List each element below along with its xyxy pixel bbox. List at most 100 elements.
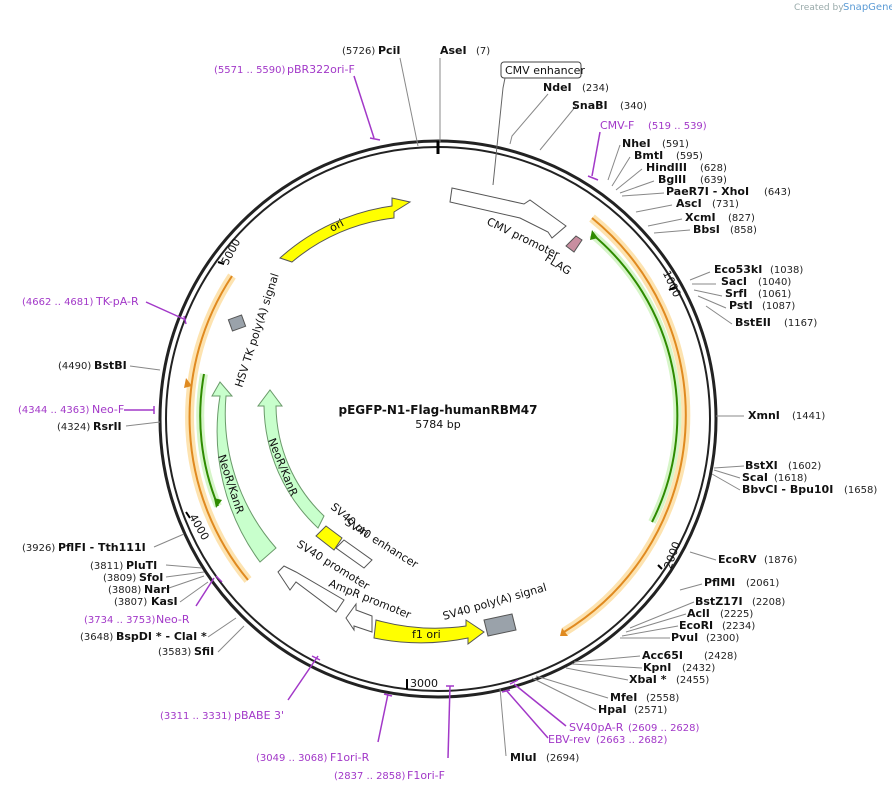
- primer-range-f1orif: (2837 .. 2858): [334, 771, 406, 782]
- site-name-kpni: KpnI: [643, 661, 671, 674]
- f1-ori-label: f1 ori: [412, 628, 441, 641]
- site-pos-bstxi: (1602): [788, 461, 821, 472]
- primer-name-pbr322: pBR322ori-F: [287, 63, 355, 76]
- site-name-srfi: SrfI: [725, 287, 747, 300]
- site-name-xmni: XmnI: [748, 409, 780, 422]
- primer-range-cmvf: (519 .. 539): [648, 121, 707, 132]
- site-name-paer7i: PaeR7I - XhoI: [666, 185, 749, 198]
- site-pos-xbai: (2455): [676, 675, 709, 686]
- site-name-ndei: NdeI: [543, 81, 572, 94]
- plasmid-name: pEGFP-N1-Flag-humanRBM47: [338, 403, 537, 417]
- site-name-hpai: HpaI: [598, 703, 627, 716]
- primer-range-ebvrev: (2663 .. 2682): [596, 735, 668, 746]
- site-pos-pflmi: (2061): [746, 578, 779, 589]
- site-pos-sfii: (3583): [158, 647, 191, 658]
- sv40-polya-box: [483, 613, 517, 637]
- primer-name-ebvrev: EBV-rev: [548, 733, 591, 746]
- site-pos-ecori: (2234): [722, 621, 755, 632]
- site-pos-bmti: (595): [676, 151, 703, 162]
- site-name-bsteii: BstEII: [735, 316, 771, 329]
- site-name-bstxi: BstXI: [745, 459, 778, 472]
- site-name-pluti: PluTI: [126, 559, 157, 572]
- site-pos-ndei: (234): [582, 83, 609, 94]
- green-arc-right: [591, 233, 679, 523]
- primer-range-neor: (3734 .. 3753): [84, 615, 156, 626]
- site-pos-hpai: (2571): [634, 705, 667, 716]
- site-name-nari: NarI: [144, 583, 170, 596]
- site-name-pvui: PvuI: [671, 631, 698, 644]
- site-pos-psti: (1087): [762, 301, 795, 312]
- primer-range-f1orir: (3049 .. 3068): [256, 753, 328, 764]
- site-pos-mlui: (2694): [546, 753, 579, 764]
- site-name-kasi: KasI: [151, 595, 178, 608]
- tick-3000: 3000: [410, 677, 438, 690]
- site-pos-xcmi: (827): [728, 213, 755, 224]
- primer-name-cmvf: CMV-F: [600, 119, 634, 132]
- hsv-tk-box: [227, 314, 247, 332]
- site-pos-clai: (3648): [80, 632, 113, 643]
- site-pos-acc65i: (2428): [704, 651, 737, 662]
- sv40-enhancer-label: SV40 enhancer: [342, 516, 420, 572]
- site-name-saci: SacI: [721, 275, 747, 288]
- site-pos-acli: (2225): [720, 609, 753, 620]
- site-name-acc65i: Acc65I: [642, 649, 683, 662]
- site-name-pcii: PciI: [378, 44, 400, 57]
- primer-range-sv40par: (2609 .. 2628): [628, 723, 700, 734]
- site-pos-bstz17i: (2208): [752, 597, 785, 608]
- site-name-mfei: MfeI: [610, 691, 637, 704]
- cmv-enhancer-label: CMV enhancer: [505, 64, 585, 77]
- site-pos-nhei: (591): [662, 139, 689, 150]
- site-name-scai: ScaI: [742, 471, 768, 484]
- site-name-xcmi: XcmI: [685, 211, 716, 224]
- snapgene-logo: SnapGene: [843, 2, 892, 13]
- site-labels: (5726) PciI AseI (7) NdeI (234) SnaBI (3…: [22, 44, 877, 764]
- site-name-psti: PstI: [729, 299, 753, 312]
- ori-arrow: [279, 197, 412, 263]
- sv40-ori-feature: [315, 525, 343, 551]
- neokan-inner-label: NeoR/KanR: [265, 436, 300, 498]
- site-name-sfoi: SfoI: [139, 571, 163, 584]
- site-pos-pluti: (3811): [90, 561, 123, 572]
- site-pos-pflfi: (3926): [22, 543, 55, 554]
- site-pos-pcii: (5726): [342, 46, 375, 57]
- site-pos-asei: (7): [476, 46, 490, 57]
- site-pos-kpni: (2432): [682, 663, 715, 674]
- site-name-bbsi: BbsI: [693, 223, 720, 236]
- primer-range-pbr322: (5571 .. 5590): [214, 65, 286, 76]
- site-pos-rsrii: (4324): [57, 422, 90, 433]
- site-pos-bbsi: (858): [730, 225, 757, 236]
- site-name-pflfi: PflFI - Tth111I: [58, 541, 146, 554]
- site-name-bbvci: BbvCI - Bpu10I: [742, 483, 833, 496]
- site-name-bglii: BglII: [658, 173, 686, 186]
- site-name-xbai: XbaI *: [629, 673, 667, 686]
- primer-name-neor: Neo-R: [156, 613, 190, 626]
- hsv-tk-label: HSV TK poly(A) signal: [232, 272, 281, 389]
- site-pos-paer7i: (643): [764, 187, 791, 198]
- site-name-rsrii: RsrII: [93, 420, 122, 433]
- site-pos-saci: (1040): [758, 277, 791, 288]
- neokan-outer-arrow: [211, 381, 277, 563]
- sv40-enhancer-feature: [335, 539, 373, 569]
- site-name-clai: BspDI * - ClaI *: [116, 630, 207, 643]
- primer-name-pbabe: pBABE 3': [234, 709, 284, 722]
- plasmid-length: 5784 bp: [415, 418, 460, 431]
- site-name-pflmi: PflMI: [704, 576, 735, 589]
- site-pos-scai: (1618): [774, 473, 807, 484]
- sv40-promoter-arrow: [277, 565, 345, 613]
- site-pos-bstbi: (4490): [58, 361, 91, 372]
- site-pos-srfi: (1061): [758, 289, 791, 300]
- primer-range-tkpa: (4662 .. 4681): [22, 297, 94, 308]
- primer-name-tkpa: TK-pA-R: [95, 295, 139, 308]
- primer-name-f1orif: F1ori-F: [407, 769, 445, 782]
- site-name-ecori: EcoRI: [679, 619, 713, 632]
- site-pos-pvui: (2300): [706, 633, 739, 644]
- primer-name-neof: Neo-F: [92, 403, 124, 416]
- primer-leaders: [124, 75, 601, 759]
- site-pos-bsteii: (1167): [784, 318, 817, 329]
- site-name-ecorv: EcoRV: [718, 553, 757, 566]
- site-pos-bbvci: (1658): [844, 485, 877, 496]
- orange-arc-right: [563, 217, 687, 633]
- orange-arc-left: [188, 275, 249, 581]
- site-name-asci: AscI: [676, 197, 702, 210]
